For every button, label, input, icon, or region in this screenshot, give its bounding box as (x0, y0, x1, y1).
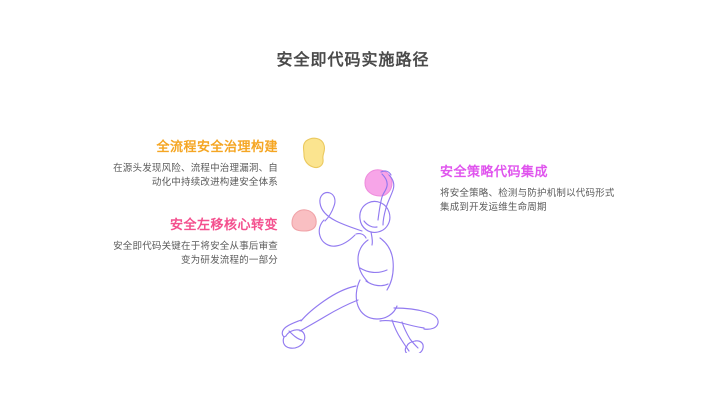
figure-torso-right (379, 237, 394, 291)
page-title: 安全即代码实施路径 (276, 52, 430, 69)
text-block-governance: 全流程安全治理构建 在源头发现风险、流程中治理漏洞、自 动化中持续改进构建安全体… (28, 138, 278, 190)
figure-left-foot (282, 329, 306, 349)
figure-right-shin-inner (401, 321, 419, 349)
block-body-line: 集成到开发运维生命周期 (440, 202, 547, 213)
block-heading-shiftleft: 安全左移核心转变 (169, 217, 278, 232)
figure-face-detail (363, 220, 378, 228)
figure-shirt-hem (359, 267, 388, 274)
figure-left-arm-inner (318, 219, 356, 247)
salmon-hold-blob (291, 209, 317, 232)
figure-left-hand (355, 233, 367, 239)
figure-head (359, 200, 391, 233)
block-heading-policy: 安全策略代码集成 (440, 164, 549, 179)
figure-hips (355, 279, 398, 320)
figure-raised-forearm (382, 174, 395, 226)
figure-left-thigh-under (299, 299, 359, 332)
figure-right-foot (404, 340, 424, 353)
block-body-line: 安全即代码关键在于将安全从事后审查 (113, 241, 278, 252)
block-body-governance: 在源头发现风险、流程中治理漏洞、自 动化中持续改进构建安全体系 (28, 162, 278, 190)
block-heading-governance: 全流程安全治理构建 (156, 139, 278, 154)
block-body-line: 变为研发流程的一部分 (180, 255, 278, 266)
figure-raised-arm (377, 173, 388, 221)
block-body-policy: 将安全策略、检测与防护机制以代码形式 集成到开发运维生命周期 (440, 187, 690, 215)
text-block-shiftleft: 安全左移核心转变 安全即代码关键在于将安全从事后审查 变为研发流程的一部分 (28, 216, 278, 268)
block-body-line: 动化中持续改进构建安全体系 (151, 177, 278, 188)
magenta-hold-blob (364, 169, 393, 197)
figure-right-thigh (393, 307, 439, 330)
figure-left-thigh (300, 285, 357, 322)
figure-hand-grip (380, 170, 392, 176)
figure-torso (357, 239, 369, 283)
figure-left-arm (319, 191, 363, 232)
figure-neck (370, 231, 373, 246)
climbing-person-illustration (276, 128, 476, 353)
figure-right-shin (391, 319, 410, 352)
block-body-line: 将安全策略、检测与防护机制以代码形式 (440, 188, 615, 199)
figure-left-shoe-detail (288, 330, 303, 341)
figure-left-shin (281, 319, 302, 338)
figure-torso-bottom (365, 280, 389, 287)
text-block-policy: 安全策略代码集成 将安全策略、检测与防护机制以代码形式 集成到开发运维生命周期 (440, 163, 690, 215)
yellow-hold-blob (302, 137, 326, 169)
block-body-shiftleft: 安全即代码关键在于将安全从事后审查 变为研发流程的一部分 (28, 240, 278, 268)
block-body-line: 在源头发现风险、流程中治理漏洞、自 (113, 163, 278, 174)
